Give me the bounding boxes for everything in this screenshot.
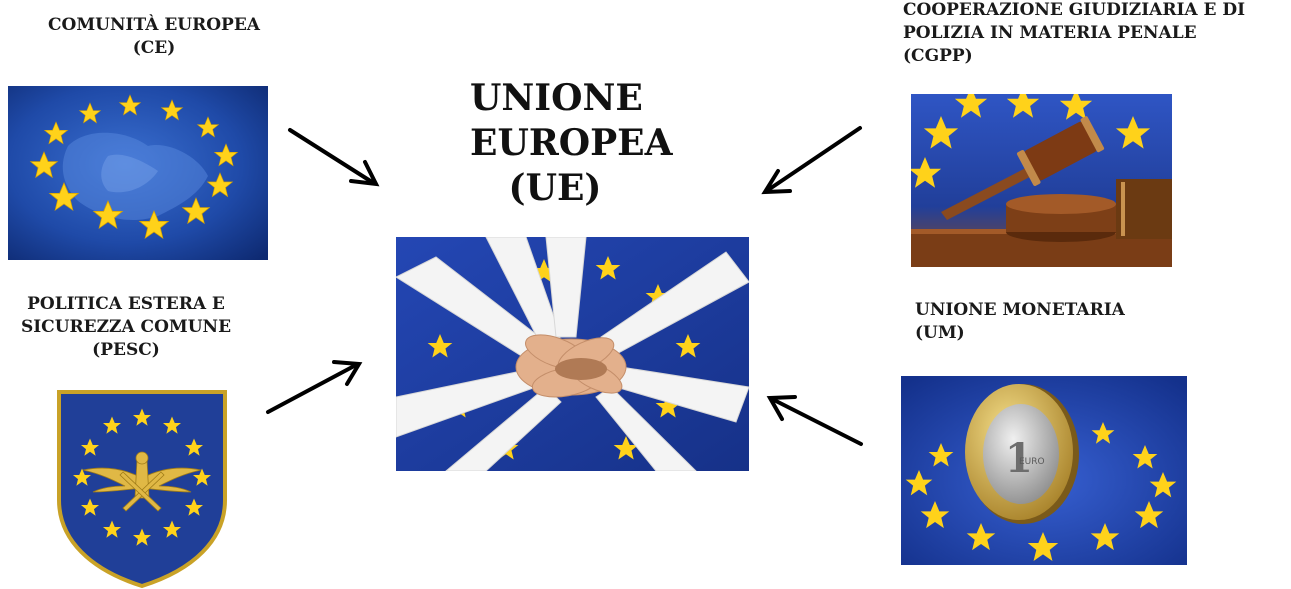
arrow-cgpp-to-ue [766,126,862,192]
joined-hands-illustration [396,237,749,471]
ce-label-line-1: COMUNITÀ EUROPEA [48,15,260,35]
arrow-ce-to-ue [288,128,374,184]
center-image [396,237,749,471]
eu-stars-map-illustration [8,86,268,260]
gavel-illustration [911,94,1172,267]
arrow-pesc-to-ue-head [332,360,363,386]
um-label: UNIONE MONETARIA (UM) [915,299,1125,345]
arrow-ce-to-ue-head [349,160,380,187]
arrow-cgpp-to-ue-head [761,169,792,195]
euro-coin-illustration: 1 EURO [901,376,1187,565]
center-title-line-3: (UE) [508,167,602,209]
arrow-um-to-ue [770,397,863,446]
svg-text:EURO: EURO [1019,457,1045,467]
pesc-image [53,390,231,588]
cgpp-image [911,94,1172,267]
shield-icon [57,390,227,588]
um-label-line-2: (UM) [915,323,965,343]
center-title: UNIONE EUROPEA (UE) [470,76,673,211]
center-title-line-2: EUROPEA [470,122,673,164]
pesc-label-line-3: (PESC) [92,340,160,360]
pesc-label: POLITICA ESTERA E SICUREZZA COMUNE (PESC… [10,293,242,362]
cgpp-label-line-2: POLIZIA IN MATERIA PENALE [903,23,1197,43]
ce-label-line-2: (CE) [132,38,176,58]
um-label-line-1: UNIONE MONETARIA [915,300,1125,320]
cgpp-label-line-1: COOPERAZIONE GIUDIZIARIA E DI [903,0,1246,20]
arrow-pesc-to-ue [266,363,358,414]
pesc-label-line-1: POLITICA ESTERA E [27,294,225,314]
cgpp-label-line-3: (CGPP) [903,46,973,66]
center-title-line-1: UNIONE [470,77,643,119]
ce-label: COMUNITÀ EUROPEA (CE) [36,14,272,60]
cgpp-label: COOPERAZIONE GIUDIZIARIA E DI POLIZIA IN… [903,0,1245,68]
ce-image [8,86,268,260]
pesc-label-line-2: SICUREZZA COMUNE [20,317,232,337]
arrow-um-to-ue-head [766,395,797,421]
svg-text:1: 1 [1005,435,1033,482]
um-image: 1 EURO [901,376,1187,565]
